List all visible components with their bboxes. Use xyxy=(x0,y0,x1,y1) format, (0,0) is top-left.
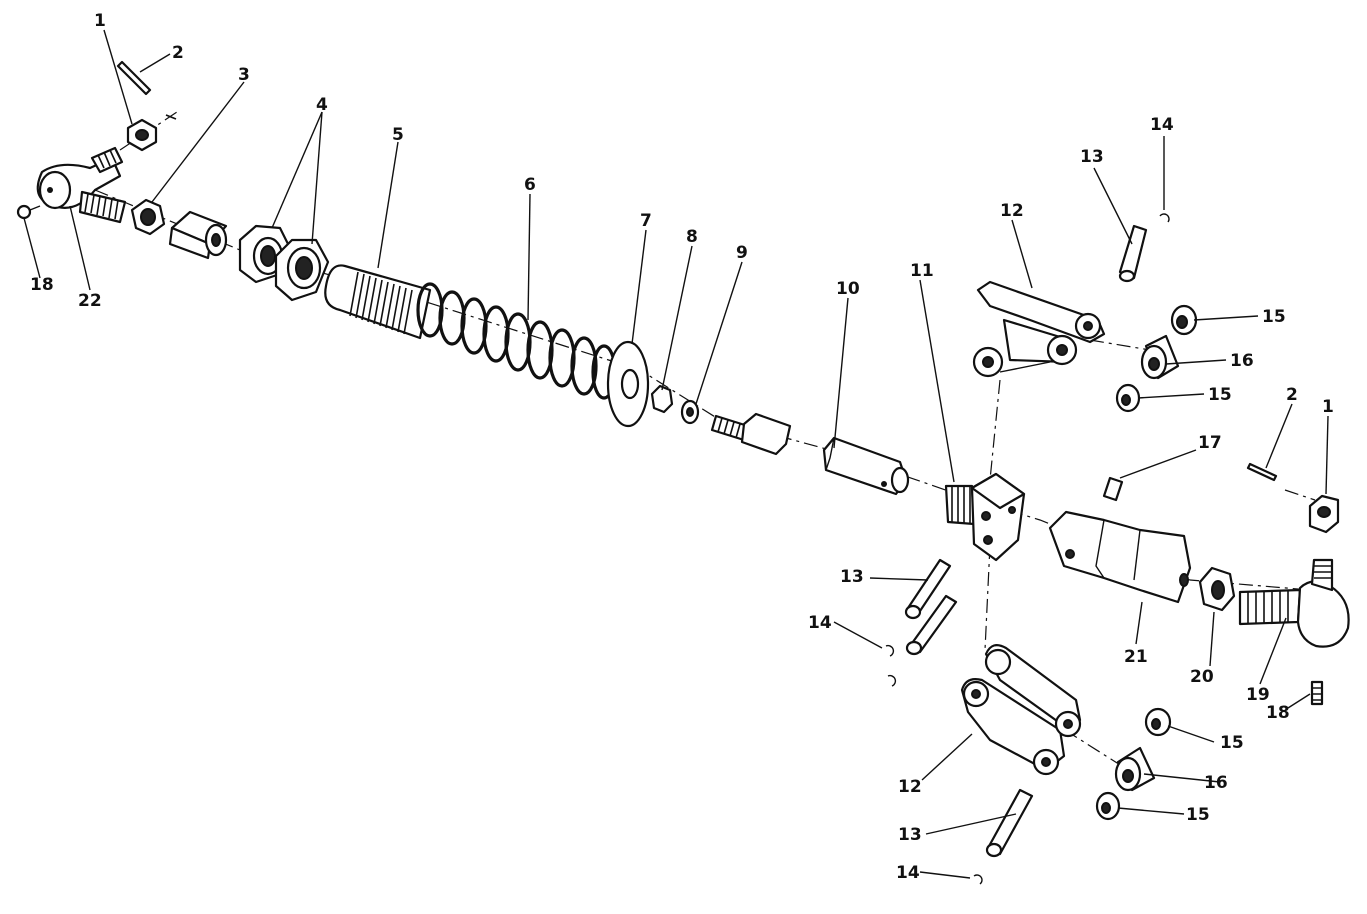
coupler-tube xyxy=(168,210,228,260)
bushing-axis-top xyxy=(1089,339,1151,351)
adjusting-nut-b xyxy=(274,238,330,302)
bushing-upper-b xyxy=(1115,383,1141,413)
callout-19: 19 xyxy=(1246,685,1270,705)
callout-labels: 1 2 3 4 5 6 7 8 9 10 11 12 13 14 15 16 1… xyxy=(30,11,1334,883)
callout-1-top: 1 xyxy=(94,11,106,31)
callout-4: 4 xyxy=(316,95,328,115)
callout-14-top: 14 xyxy=(1150,115,1174,135)
small-pin xyxy=(1102,476,1124,502)
pin-axis-right-end xyxy=(1284,489,1316,501)
callout-21: 21 xyxy=(1124,647,1148,667)
callout-9: 9 xyxy=(736,243,748,263)
callout-3: 3 xyxy=(238,65,250,85)
callout-8: 8 xyxy=(686,227,698,247)
clevis-rod xyxy=(822,436,910,496)
e-clip-upper xyxy=(1159,213,1170,223)
sleeve-upper xyxy=(1140,334,1180,380)
callout-13-top: 13 xyxy=(1080,147,1104,167)
e-clip-lower xyxy=(973,874,983,885)
callout-11: 11 xyxy=(910,261,934,281)
callout-7: 7 xyxy=(640,211,652,231)
callout-14-bottom: 14 xyxy=(896,863,920,883)
pivot-pin-upper xyxy=(1118,224,1148,283)
callout-10: 10 xyxy=(836,279,860,299)
callout-18-right: 18 xyxy=(1266,703,1290,723)
callout-2-right: 2 xyxy=(1286,385,1298,405)
small-nut xyxy=(650,384,674,414)
callout-15-a: 15 xyxy=(1262,307,1286,327)
bushing-upper-a xyxy=(1170,304,1198,336)
pivot-pin-lower xyxy=(985,788,1034,858)
callout-1-right: 1 xyxy=(1322,397,1334,417)
cotter-pin-right xyxy=(1246,462,1278,482)
callout-16-bottom: 16 xyxy=(1204,773,1228,793)
pivot-block xyxy=(944,472,1026,562)
callout-6: 6 xyxy=(524,175,536,195)
e-clip-middle xyxy=(885,644,897,687)
bushing-lower-a xyxy=(1144,707,1172,737)
callout-14-mid: 14 xyxy=(808,613,832,633)
callout-13-bottom: 13 xyxy=(898,825,922,845)
bellcrank-lower xyxy=(960,643,1082,776)
rod-end-right xyxy=(1238,558,1350,648)
callout-12-bottom: 12 xyxy=(898,777,922,797)
lever-arm xyxy=(1048,510,1192,604)
callout-16-top: 16 xyxy=(1230,351,1254,371)
callout-15-b: 15 xyxy=(1208,385,1232,405)
callout-15-c: 15 xyxy=(1220,733,1244,753)
callout-12-top: 12 xyxy=(1000,201,1024,221)
bushing-axis-bottom xyxy=(1064,729,1126,769)
sleeve-lower xyxy=(1114,746,1156,792)
threaded-spring-rod xyxy=(324,264,432,340)
callout-5: 5 xyxy=(392,125,404,145)
pivot-pin-middle xyxy=(904,558,958,656)
leader-lines xyxy=(23,29,1329,879)
callout-20: 20 xyxy=(1190,667,1214,687)
castle-nut-top xyxy=(126,118,158,152)
rod-end-left xyxy=(36,146,127,224)
cotter-clip-right xyxy=(1310,680,1324,706)
compression-spring xyxy=(416,282,617,400)
bushing-lower-b xyxy=(1095,791,1121,821)
jam-nut-right xyxy=(1198,566,1236,612)
callout-17: 17 xyxy=(1198,433,1222,453)
callout-13-mid: 13 xyxy=(840,567,864,587)
cotter-pin-top xyxy=(116,60,177,120)
cotter-clip-left xyxy=(16,204,41,220)
callout-2-top: 2 xyxy=(172,43,184,63)
spring-seat-washer xyxy=(606,340,650,428)
bellcrank-upper xyxy=(972,280,1106,378)
small-washer xyxy=(680,399,700,425)
pivot-axis-bottom xyxy=(984,544,991,651)
callout-22: 22 xyxy=(78,291,102,311)
threaded-stud xyxy=(710,412,792,456)
callout-15-d: 15 xyxy=(1186,805,1210,825)
jam-nut-left xyxy=(130,198,166,236)
callout-18-left: 18 xyxy=(30,275,54,295)
castle-nut-right xyxy=(1308,494,1340,534)
pivot-axis-top xyxy=(989,379,1001,481)
